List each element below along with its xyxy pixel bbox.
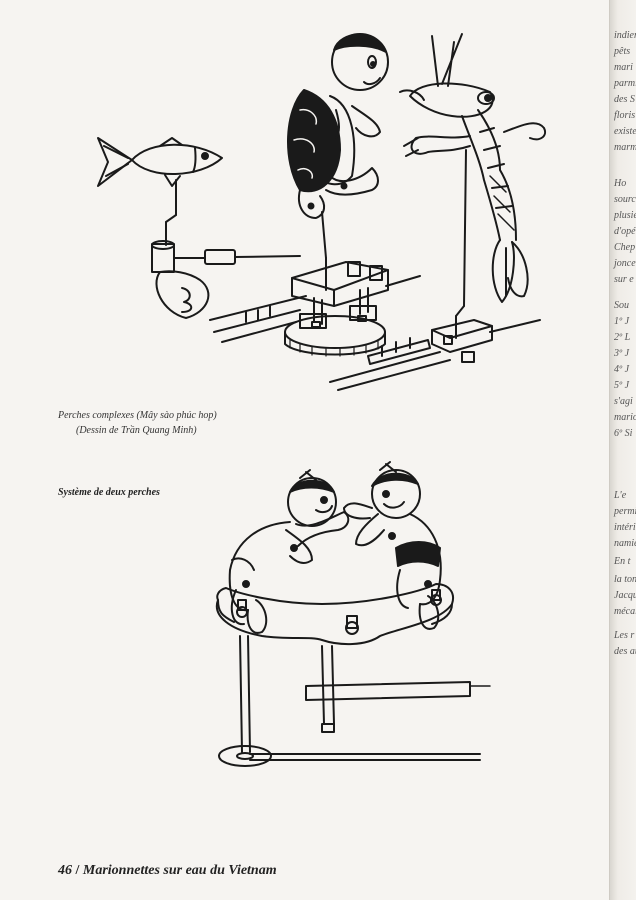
next-page-fragment: namie bbox=[614, 538, 636, 549]
shrimp-base bbox=[329, 149, 541, 391]
wrestler-left bbox=[228, 469, 350, 634]
turtle-rails bbox=[209, 275, 421, 343]
next-page-fragment: Jacqu bbox=[614, 590, 636, 601]
next-page-fragment: Ho bbox=[614, 178, 627, 189]
next-page-fragment: 1º J bbox=[614, 316, 630, 327]
next-page-fragment: 6º Si bbox=[614, 428, 633, 439]
next-page-fragment: Les r bbox=[614, 630, 635, 641]
figure-caption-line2: (Dessin de Trần Quang Minh) bbox=[76, 425, 197, 436]
page-footer: 46 / Marionnettes sur eau du Vietnam bbox=[58, 863, 277, 879]
next-page-fragment: mécal bbox=[614, 606, 636, 617]
next-page-fragment: la ton bbox=[614, 574, 636, 585]
page-number: 46 bbox=[58, 863, 72, 878]
next-page-fragment: mari bbox=[614, 62, 633, 73]
wrestler-platform bbox=[215, 583, 454, 646]
next-page-fragment: pêts bbox=[614, 46, 631, 57]
next-page-fragment: existe bbox=[614, 126, 636, 137]
next-page-fragment: des S bbox=[614, 94, 635, 105]
next-page-fragment: Sou bbox=[614, 300, 629, 311]
book-title: Marionnettes sur eau du Vietnam bbox=[82, 863, 277, 878]
next-page-fragment: 3º J bbox=[614, 348, 630, 359]
wrestler-right bbox=[343, 461, 442, 630]
shrimp-puppet bbox=[399, 33, 546, 303]
next-page-fragment: L'e bbox=[614, 490, 627, 501]
fish-puppet bbox=[97, 137, 223, 187]
turtle-base bbox=[284, 211, 389, 357]
next-page-fragment: 5º J bbox=[614, 380, 630, 391]
platform-supports bbox=[218, 635, 491, 767]
next-page-fragment: plusie bbox=[614, 210, 636, 221]
figure-caption-line1: Perches complexes (Mây sào phúc hop) bbox=[58, 410, 217, 421]
illustrations bbox=[97, 33, 546, 767]
next-page-fragment: 4º J bbox=[614, 364, 630, 375]
footer-separator: / bbox=[75, 863, 80, 878]
fish-rod bbox=[151, 179, 301, 319]
turtle-puppet bbox=[287, 33, 389, 219]
next-page-fragment: Chep bbox=[614, 242, 636, 253]
next-page-fragment: parmi bbox=[614, 78, 636, 89]
figure-title-two-perches: Système de deux perches bbox=[58, 487, 160, 498]
next-page-fragment: En t bbox=[614, 556, 631, 567]
next-page-fragment: permi bbox=[614, 506, 636, 517]
next-page-fragment: indien bbox=[614, 30, 636, 41]
next-page-fragment: sourc bbox=[614, 194, 636, 205]
next-page-fragment: marmi bbox=[614, 142, 636, 153]
next-page-fragment: d'opé bbox=[614, 226, 636, 237]
next-page-fragment: s'agi bbox=[614, 396, 633, 407]
next-page-edge: indien pêts mari parmi des S floris exis… bbox=[609, 0, 636, 900]
next-page-fragment: jonce bbox=[614, 258, 636, 269]
next-page-fragment: intéri bbox=[614, 522, 636, 533]
next-page-fragment: floris bbox=[614, 110, 636, 121]
next-page-fragment: sur e bbox=[614, 274, 634, 285]
next-page-fragment: 2º L bbox=[614, 332, 631, 343]
next-page-fragment: mario bbox=[614, 412, 636, 423]
next-page-fragment: des au bbox=[614, 646, 636, 657]
